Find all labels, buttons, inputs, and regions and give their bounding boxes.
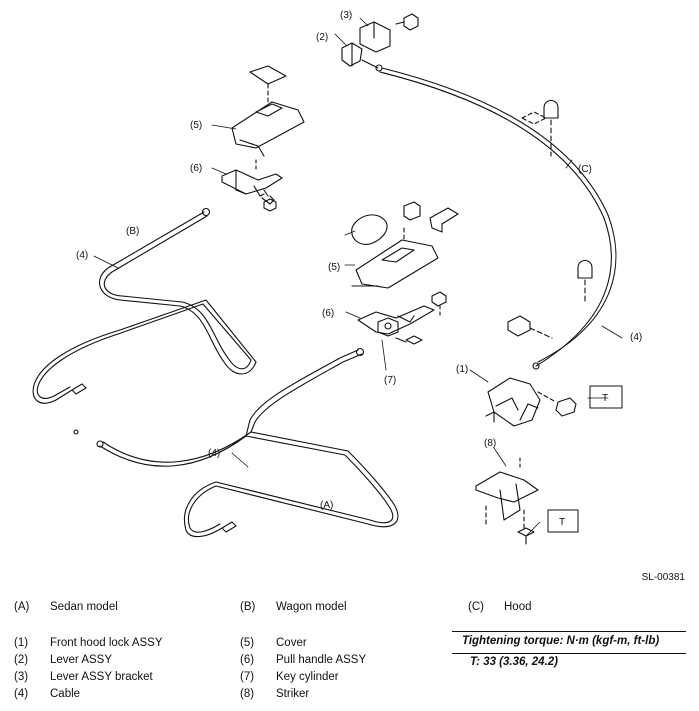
bracket-bolt xyxy=(395,13,419,31)
legend-8: (8) Striker xyxy=(240,688,309,700)
torque-spec-value: T: 33 (3.36, 24.2) xyxy=(470,656,558,668)
legend-text: Sedan model xyxy=(50,601,118,613)
legend-key: (7) xyxy=(240,671,255,683)
exploded-parts-diagram: (3) (2) (C) (5) (6) (B) (4) (5) (6) (7) … xyxy=(32,10,642,545)
legend-text: Cable xyxy=(50,688,81,700)
wagon-pull-handle xyxy=(221,159,283,205)
sedan-cover xyxy=(351,201,459,289)
label-3: (3) xyxy=(340,10,352,21)
legend-text: Pull handle ASSY xyxy=(276,654,367,666)
legend-7: (7) Key cylinder xyxy=(240,671,339,683)
legend-text: Striker xyxy=(276,688,310,700)
label-8: (8) xyxy=(484,438,496,449)
legend-key: (5) xyxy=(240,637,255,649)
torque-mark-lower: T xyxy=(559,517,565,528)
legend-2: (2) Lever ASSY xyxy=(14,654,112,666)
legend-text: Hood xyxy=(504,601,532,613)
legend-text: Wagon model xyxy=(276,601,347,613)
label-c: (C) xyxy=(578,164,592,175)
label-4-hood: (4) xyxy=(630,332,642,343)
legend-key: (8) xyxy=(240,688,255,700)
legend-key: (B) xyxy=(240,601,256,613)
torque-box-upper xyxy=(589,385,623,409)
label-a: (A) xyxy=(320,500,333,511)
label-4-wagon: (4) xyxy=(76,250,88,261)
label-4-sedan: (4) xyxy=(208,448,220,459)
legend-key: (A) xyxy=(14,601,30,613)
sedan-pull-handle xyxy=(357,291,447,345)
legend-3: (3) Lever ASSY bracket xyxy=(14,671,153,683)
legend-text: Lever ASSY xyxy=(50,654,113,666)
legend-key: (3) xyxy=(14,671,29,683)
figure-reference-code: SL-00381 xyxy=(641,572,685,583)
sedan-cable xyxy=(73,347,399,538)
label-5-wagon: (5) xyxy=(190,120,202,131)
legend-text: Front hood lock ASSY xyxy=(50,637,163,649)
legend-4: (4) Cable xyxy=(14,688,80,700)
legend-key: (4) xyxy=(14,688,29,700)
legend-text: Key cylinder xyxy=(276,671,339,683)
label-5-sedan: (5) xyxy=(328,262,340,273)
hood-cable xyxy=(379,67,617,367)
label-7: (7) xyxy=(384,375,396,386)
legend-5: (5) Cover xyxy=(240,637,307,649)
legend-key: (2) xyxy=(14,654,29,666)
torque-spec-title: Tightening torque: N·m (kgf-m, ft-lb) xyxy=(452,632,686,654)
lever-assy-bracket xyxy=(359,21,391,53)
legend-b: (B) Wagon model xyxy=(240,601,347,613)
legend-6: (6) Pull handle ASSY xyxy=(240,654,366,666)
label-6-wagon: (6) xyxy=(190,163,202,174)
legend-text: Cover xyxy=(276,637,307,649)
torque-spec-table: Tightening torque: N·m (kgf-m, ft-lb) T:… xyxy=(452,631,686,668)
wagon-bolt xyxy=(263,189,277,212)
cable-clip-lower xyxy=(507,259,593,339)
torque-box-lower xyxy=(547,509,579,533)
legend-key: (1) xyxy=(14,637,29,649)
legend-key: (C) xyxy=(468,601,484,613)
legend-c: (C) Hood xyxy=(468,601,532,613)
wagon-cover xyxy=(231,65,305,157)
lever-assy xyxy=(341,42,383,72)
striker xyxy=(475,457,539,545)
label-b: (B) xyxy=(126,226,139,237)
label-2: (2) xyxy=(316,32,328,43)
legend-text: Lever ASSY bracket xyxy=(50,671,153,683)
legend-key: (6) xyxy=(240,654,255,666)
torque-mark-upper: T xyxy=(602,393,608,404)
label-6-sedan: (6) xyxy=(322,308,334,319)
legend-1: (1) Front hood lock ASSY xyxy=(14,637,163,649)
wagon-cable xyxy=(32,207,257,404)
front-hood-lock xyxy=(485,362,577,427)
cable-clip-upper xyxy=(521,99,559,157)
label-1: (1) xyxy=(456,364,468,375)
legend-a: (A) Sedan model xyxy=(14,601,118,613)
leader-lines xyxy=(93,17,623,537)
